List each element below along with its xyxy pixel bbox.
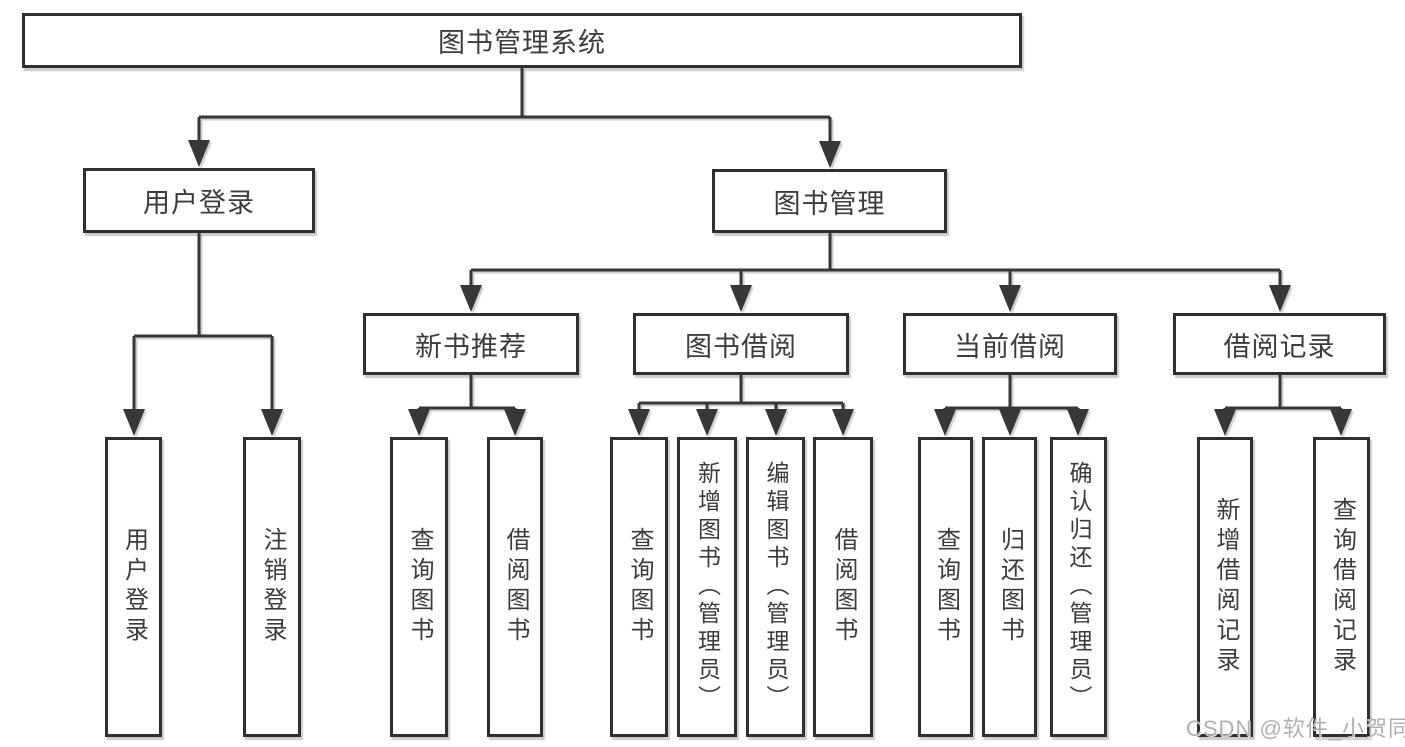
node-library-management-system: 图书管理系统 bbox=[22, 13, 1022, 68]
node-label: 图书管理 bbox=[773, 188, 886, 219]
leaf-confirm-return-admin: 确认归还（管理员） bbox=[1050, 437, 1107, 737]
leaf-logout: 注销登录 bbox=[243, 437, 301, 737]
leaf-query-books-borrow: 查询图书 bbox=[610, 437, 668, 737]
csdn-watermark: CSDN @软件_小贺同学 bbox=[1186, 716, 1405, 741]
leaf-label: 编辑图书（管理员） bbox=[763, 461, 789, 713]
leaf-label: 新增借阅记录 bbox=[1212, 497, 1239, 677]
leaf-label: 用户登录 bbox=[120, 527, 148, 647]
leaf-return-books: 归还图书 bbox=[982, 437, 1037, 737]
node-user-login: 用户登录 bbox=[83, 168, 315, 233]
leaf-label: 借阅图书 bbox=[830, 527, 857, 647]
node-label: 当前借阅 bbox=[954, 331, 1066, 362]
leaf-user-login: 用户登录 bbox=[105, 437, 162, 737]
leaf-add-borrow-record: 新增借阅记录 bbox=[1197, 437, 1253, 737]
leaf-query-books-current: 查询图书 bbox=[918, 437, 973, 737]
leaf-borrow-books: 借阅图书 bbox=[813, 437, 873, 737]
leaf-add-books-admin: 新增图书（管理员） bbox=[677, 437, 737, 737]
leaf-label: 查询图书 bbox=[932, 527, 960, 647]
node-book-borrow: 图书借阅 bbox=[633, 313, 849, 375]
leaf-query-borrow-record: 查询借阅记录 bbox=[1313, 437, 1370, 737]
node-new-book-recommend: 新书推荐 bbox=[363, 313, 579, 375]
node-current-borrow: 当前借阅 bbox=[903, 313, 1117, 375]
leaf-label: 查询图书 bbox=[626, 527, 653, 647]
leaf-label: 查询借阅记录 bbox=[1328, 497, 1356, 677]
leaf-edit-books-admin: 编辑图书（管理员） bbox=[746, 437, 805, 737]
node-label: 新书推荐 bbox=[415, 331, 527, 362]
leaf-label: 注销登录 bbox=[259, 527, 286, 647]
leaf-query-books-recommend: 查询图书 bbox=[390, 437, 448, 737]
node-label: 用户登录 bbox=[143, 188, 255, 218]
leaf-label: 确认归还（管理员） bbox=[1066, 461, 1092, 713]
node-borrow-records: 借阅记录 bbox=[1173, 313, 1386, 375]
arrowheads bbox=[123, 140, 1352, 436]
leaf-label: 借阅图书 bbox=[502, 527, 529, 647]
node-book-management: 图书管理 bbox=[712, 169, 947, 233]
node-label: 图书管理系统 bbox=[438, 28, 606, 58]
leaf-label: 查询图书 bbox=[406, 527, 433, 647]
leaf-label: 新增图书（管理员） bbox=[694, 461, 721, 713]
node-label: 借阅记录 bbox=[1223, 331, 1336, 362]
leaf-label: 归还图书 bbox=[996, 527, 1024, 647]
leaf-borrow-books-recommend: 借阅图书 bbox=[487, 437, 543, 737]
node-label: 图书借阅 bbox=[685, 331, 797, 362]
